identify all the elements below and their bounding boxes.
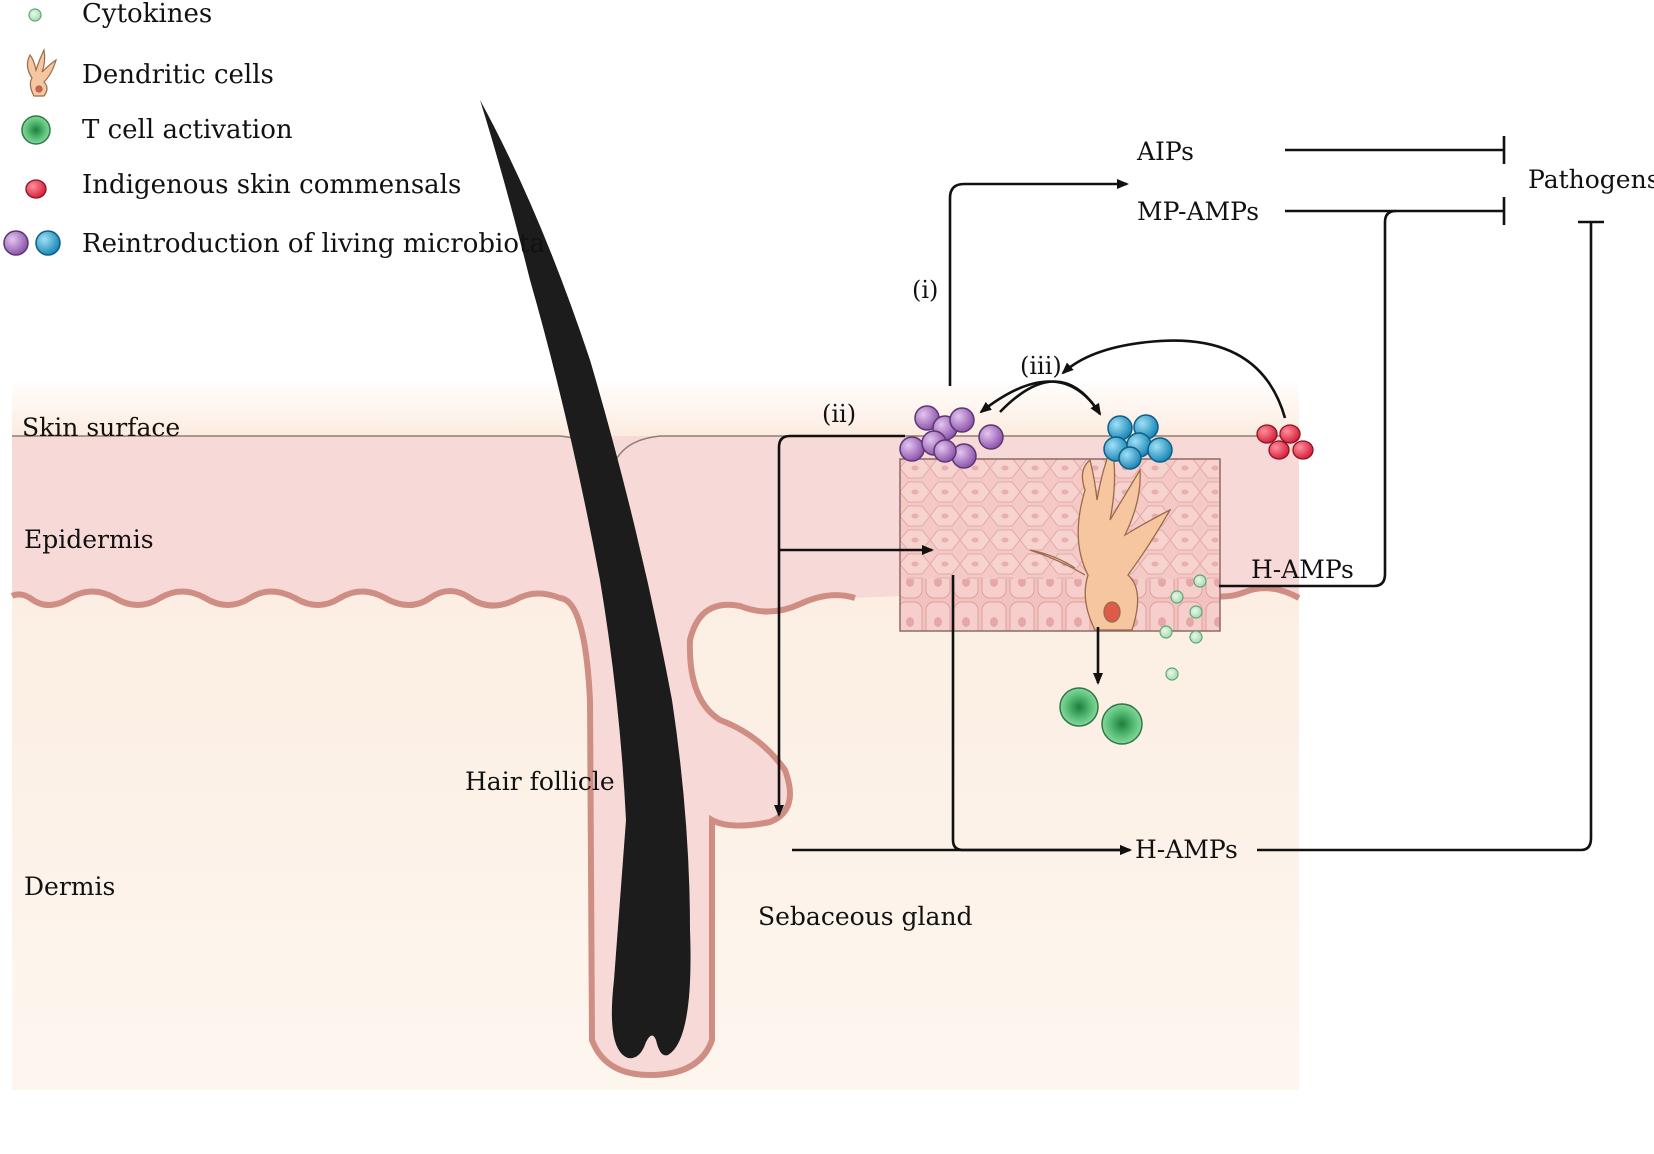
flow-connectors <box>774 136 1604 855</box>
label-h-amps-dermis: H-AMPs <box>1135 835 1238 864</box>
label-h-amps-epidermis: H-AMPs <box>1251 555 1354 584</box>
legend-commensals: Indigenous skin commensals <box>82 170 461 200</box>
microbiota-icon <box>3 230 61 256</box>
label-hair-follicle: Hair follicle <box>465 767 615 796</box>
commensal-icon <box>25 179 47 199</box>
legend <box>3 8 61 256</box>
hair-shaft <box>480 100 691 1059</box>
dendritic-cell <box>1029 442 1172 631</box>
cytokine-icon <box>28 8 42 22</box>
purple-microbe-cluster <box>899 405 1004 469</box>
label-step-ii: (ii) <box>822 400 856 428</box>
keratinocyte-inset <box>899 458 1221 632</box>
label-skin-surface: Skin surface <box>22 413 180 442</box>
legend-t-cell-activation: T cell activation <box>82 115 293 145</box>
cytokine-dots <box>1159 574 1207 681</box>
label-mp-amps: MP-AMPs <box>1137 197 1259 226</box>
red-commensal-cluster <box>1256 424 1314 460</box>
label-step-i: (i) <box>912 276 938 304</box>
label-pathogens: Pathogens <box>1528 165 1654 194</box>
t-cells <box>1059 687 1143 745</box>
blue-microbe-cluster <box>1103 414 1173 470</box>
dermis-layer <box>12 578 1299 1090</box>
label-step-iii: (iii) <box>1020 352 1062 380</box>
label-sebaceous-gland: Sebaceous gland <box>758 902 973 931</box>
label-aips: AIPs <box>1136 137 1194 166</box>
legend-reintroduction: Reintroduction of living microbiota <box>82 229 545 259</box>
label-epidermis: Epidermis <box>24 525 154 554</box>
dendritic-cell-icon <box>26 48 58 97</box>
legend-dendritic-cells: Dendritic cells <box>82 60 274 90</box>
t-cell-icon <box>21 115 51 145</box>
label-dermis: Dermis <box>24 872 115 901</box>
legend-cytokines: Cytokines <box>82 0 212 29</box>
basement-membrane <box>10 588 856 1079</box>
